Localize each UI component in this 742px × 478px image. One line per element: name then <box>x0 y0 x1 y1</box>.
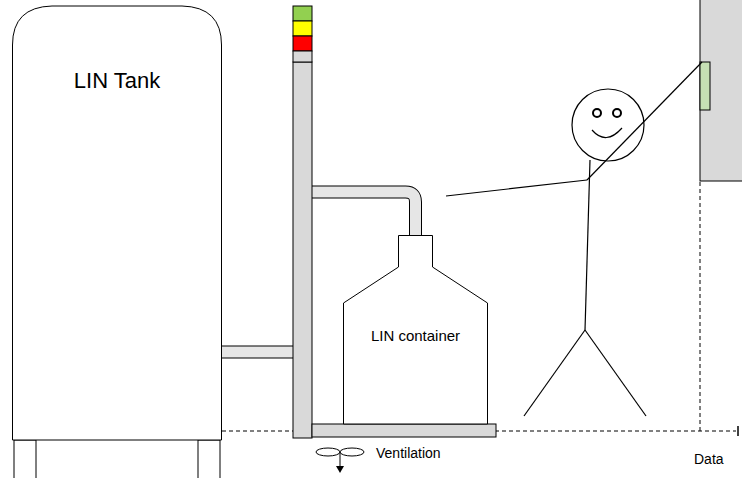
person-leg <box>524 330 585 416</box>
container: LIN container <box>343 235 488 424</box>
person-leg <box>585 330 646 416</box>
platform <box>312 424 496 437</box>
control-panel <box>700 62 710 110</box>
control-box <box>700 0 742 181</box>
tank-leg <box>198 440 220 478</box>
ventilation-label: Ventilation <box>376 445 441 461</box>
tank-leg <box>14 440 36 478</box>
node-label: LIN container <box>343 327 488 346</box>
tank-outline <box>13 6 222 440</box>
signal-light <box>293 36 312 51</box>
person-eye <box>593 109 601 117</box>
fan-blade <box>340 448 364 456</box>
person-eye <box>613 109 621 117</box>
person-mouth <box>592 128 622 138</box>
fan-arrow <box>336 466 344 473</box>
node-label: LIN Tank <box>12 67 222 95</box>
data-label: Data <box>694 451 724 467</box>
data-line <box>700 182 701 431</box>
person-head <box>572 89 644 161</box>
container-outline <box>344 236 488 425</box>
signal-light <box>293 21 312 36</box>
signal-light <box>293 6 312 21</box>
person-body <box>585 160 590 330</box>
data-line-end <box>737 426 739 436</box>
fan-blade <box>316 448 340 456</box>
pole <box>293 51 312 62</box>
person-arm <box>446 180 587 196</box>
person-arm <box>587 62 702 180</box>
pole <box>293 62 312 438</box>
tank: LIN Tank <box>12 5 222 440</box>
fan-arrow <box>340 452 341 468</box>
